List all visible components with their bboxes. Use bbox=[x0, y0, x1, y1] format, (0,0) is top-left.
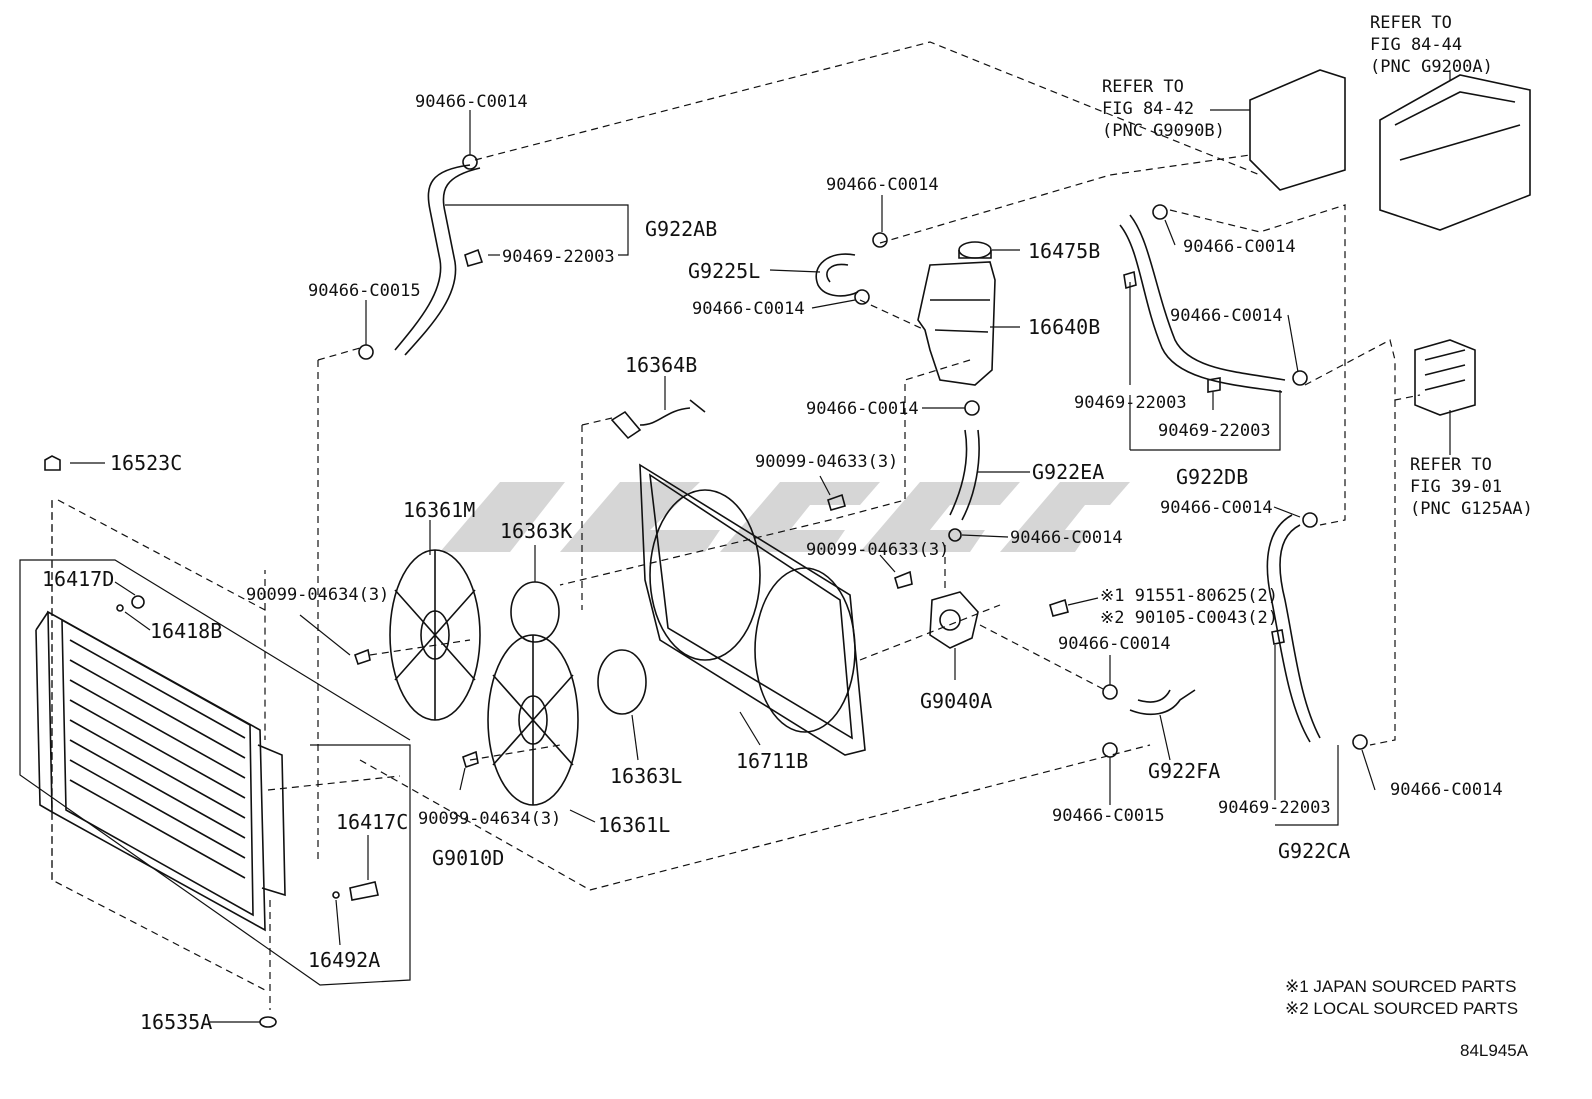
label-90466-c0014: 90466-C0014 bbox=[1170, 306, 1283, 326]
reservoir-tank-16640b bbox=[917, 261, 996, 386]
label-90099-04633: 90099-04633(3) bbox=[806, 540, 949, 560]
label-g922fa: G922FA bbox=[1148, 759, 1220, 783]
label-90466-c0015: 90466-C0015 bbox=[1052, 806, 1165, 826]
label-90099-04634: 90099-04634(3) bbox=[246, 585, 389, 605]
inverter-assembly bbox=[1379, 74, 1531, 231]
oil-cooler-assembly bbox=[1414, 339, 1476, 416]
label-16475b: 16475B bbox=[1028, 239, 1100, 263]
label-g922ca: G922CA bbox=[1278, 839, 1350, 863]
svg-text:FIG 84-42: FIG 84-42 bbox=[1102, 99, 1194, 119]
label-16535a: 16535A bbox=[140, 1010, 212, 1034]
label-90466-c0014: 90466-C0014 bbox=[1160, 498, 1273, 518]
svg-text:REFER TO: REFER TO bbox=[1370, 13, 1452, 33]
label-90466-c0014: 90466-C0014 bbox=[1183, 237, 1296, 257]
hose-g922fa bbox=[1129, 689, 1196, 716]
figure-id: 84L945A bbox=[1460, 1041, 1529, 1060]
hose-g922ab bbox=[394, 164, 481, 356]
leader-lines bbox=[19, 70, 1451, 1023]
label-90466-c0014: 90466-C0014 bbox=[1010, 528, 1123, 548]
svg-text:FIG 39-01: FIG 39-01 bbox=[1410, 477, 1502, 497]
label-16523c: 16523C bbox=[110, 451, 182, 475]
watermark-logo bbox=[440, 482, 1130, 552]
label-90466-c0014: 90466-C0014 bbox=[806, 399, 919, 419]
label-90466-c0014: 90466-C0014 bbox=[1058, 634, 1171, 654]
label-g922ea: G922EA bbox=[1032, 460, 1104, 484]
label-16418b: 16418B bbox=[150, 619, 222, 643]
ref1-line1: REFER TO bbox=[1370, 13, 1452, 33]
converter-assembly bbox=[1249, 69, 1346, 191]
ref2-line3: (PNC G9090B) bbox=[1102, 121, 1225, 141]
reservoir-cap-16475b bbox=[958, 241, 992, 259]
ref1-line2: FIG 84-44 bbox=[1370, 35, 1462, 55]
label-16417c: 16417C bbox=[336, 810, 408, 834]
label-g9010d: G9010D bbox=[432, 846, 504, 870]
label-16363l: 16363L bbox=[610, 764, 682, 788]
label-90469-22003: 90469-22003 bbox=[502, 247, 615, 267]
ref2-line1: REFER TO bbox=[1102, 77, 1184, 97]
svg-text:(PNC G9200A): (PNC G9200A) bbox=[1370, 57, 1493, 77]
label-16363k: 16363K bbox=[500, 519, 572, 543]
ref3-line3: (PNC G125AA) bbox=[1410, 499, 1533, 519]
label-90466-c0014: 90466-C0014 bbox=[692, 299, 805, 319]
label-90105-c0043: ※2 90105-C0043(2) bbox=[1100, 608, 1278, 628]
label-91551-80625: ※1 91551-80625(2) bbox=[1100, 586, 1278, 606]
label-g922db: G922DB bbox=[1176, 465, 1248, 489]
svg-text:REFER TO: REFER TO bbox=[1102, 77, 1184, 97]
label-16361l: 16361L bbox=[598, 813, 670, 837]
label-16417d: 16417D bbox=[42, 567, 114, 591]
label-g922ab: G922AB bbox=[645, 217, 717, 241]
label-90466-c0014: 90466-C0014 bbox=[1390, 780, 1503, 800]
wire-harness-16364b bbox=[610, 399, 706, 440]
hose-g9225l bbox=[815, 253, 859, 297]
dashed-guide-lines bbox=[51, 41, 1421, 1010]
label-g9040a: G9040A bbox=[920, 689, 992, 713]
svg-text:FIG 84-44: FIG 84-44 bbox=[1370, 35, 1462, 55]
svg-text:REFER TO: REFER TO bbox=[1410, 455, 1492, 475]
hose-g922ca bbox=[1266, 514, 1321, 743]
ref3-line2: FIG 39-01 bbox=[1410, 477, 1502, 497]
label-16364b: 16364B bbox=[625, 353, 697, 377]
label-90099-04634: 90099-04634(3) bbox=[418, 809, 561, 829]
ref2-line2: FIG 84-42 bbox=[1102, 99, 1194, 119]
label-90099-04633: 90099-04633(3) bbox=[755, 452, 898, 472]
label-16640b: 16640B bbox=[1028, 315, 1100, 339]
fan-motor-16363k bbox=[510, 581, 560, 643]
label-90466-c0015: 90466-C0015 bbox=[308, 281, 421, 301]
water-pump-g9040a bbox=[929, 591, 979, 649]
hose-g922ea bbox=[949, 429, 980, 521]
footnote-japan-sourced: ※1 JAPAN SOURCED PARTS bbox=[1285, 977, 1517, 996]
label-90469-22003: 90469-22003 bbox=[1074, 393, 1187, 413]
label-16361m: 16361M bbox=[403, 498, 475, 522]
label-90466-c0014: 90466-C0014 bbox=[826, 175, 939, 195]
hose-g922db bbox=[1119, 214, 1286, 393]
parts bbox=[35, 69, 1531, 1028]
svg-text:(PNC G125AA): (PNC G125AA) bbox=[1410, 499, 1533, 519]
footnote-local-sourced: ※2 LOCAL SOURCED PARTS bbox=[1285, 999, 1518, 1018]
label-90466-c0014: 90466-C0014 bbox=[415, 92, 528, 112]
ref1-line3: (PNC G9200A) bbox=[1370, 57, 1493, 77]
label-90469-22003: 90469-22003 bbox=[1218, 798, 1331, 818]
svg-text:(PNC G9090B): (PNC G9090B) bbox=[1102, 121, 1225, 141]
label-90469-22003: 90469-22003 bbox=[1158, 421, 1271, 441]
label-16711b: 16711B bbox=[736, 749, 808, 773]
label-16492a: 16492A bbox=[308, 948, 380, 972]
fan-shroud-16711b bbox=[639, 463, 866, 756]
ref3-line1: REFER TO bbox=[1410, 455, 1492, 475]
fan-motor-16363l bbox=[597, 649, 647, 715]
label-g9225l: G9225L bbox=[688, 259, 760, 283]
